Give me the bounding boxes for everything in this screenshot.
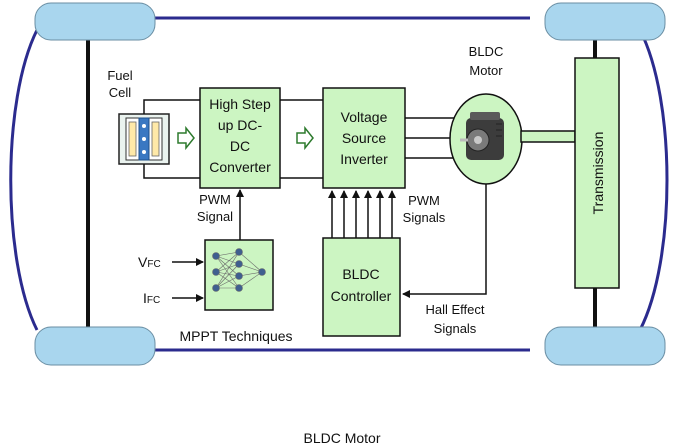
hall-effect-label-2: Signals [434,321,477,336]
ifc-label: IFC [143,290,160,306]
pwm-signals-label-2: Signals [403,210,446,225]
wheel-rear-left [34,326,156,366]
fuel-cell-label-1: Fuel [107,68,132,83]
mppt-block [204,239,274,311]
fuel-cell-icon [118,113,170,165]
converter-label-4: Converter [209,159,271,175]
inverter-label-2: Source [342,130,387,146]
motor-label-2: Motor [469,63,503,78]
vfc-label: VFC [138,254,161,270]
flow-arrow-icon [177,125,314,151]
wires-converter-inverter [280,99,323,179]
inverter-label-3: Inverter [340,151,388,167]
bldc-controller-block: BLDC Controller [322,237,401,337]
neural-network-icon [212,248,266,292]
wheel-front-left [34,2,156,41]
pwm-signal-label-2: Signal [197,209,233,224]
mppt-inputs [172,258,204,302]
controller-label-2: Controller [331,288,392,304]
three-phase-wires [405,117,456,159]
controller-label-1: BLDC [342,266,379,282]
wheel-front-right [544,2,666,41]
caption: BLDC Motor [303,430,380,446]
chassis [9,16,669,352]
fuel-cell-label-2: Cell [109,85,132,100]
wires-fc-converter [143,99,200,179]
transmission-label: Transmission [590,132,606,215]
converter-label-1: High Step [209,96,271,112]
wheel-rear-right [544,326,666,366]
pwm-signal-label-1: PWM [199,192,231,207]
hall-effect-label-1: Hall Effect [425,302,484,317]
motor-label-1: BLDC [469,44,504,59]
inverter-label-1: Voltage [341,109,388,125]
dc-dc-converter-block: High Step up DC- DC Converter [199,87,281,189]
motor-shaft [520,130,576,143]
inverter-block: Voltage Source Inverter [322,87,406,189]
wheels [34,2,666,366]
transmission-block: Transmission [574,57,620,289]
mppt-label: MPPT Techniques [179,328,292,344]
hall-effect-line [402,184,487,298]
pwm-signals-label-1: PWM [408,193,440,208]
converter-label-2: up DC- [218,117,263,133]
converter-label-3: DC [230,138,250,154]
pwm-signals-lines [328,190,396,238]
bldc-motor-icon [449,93,523,185]
